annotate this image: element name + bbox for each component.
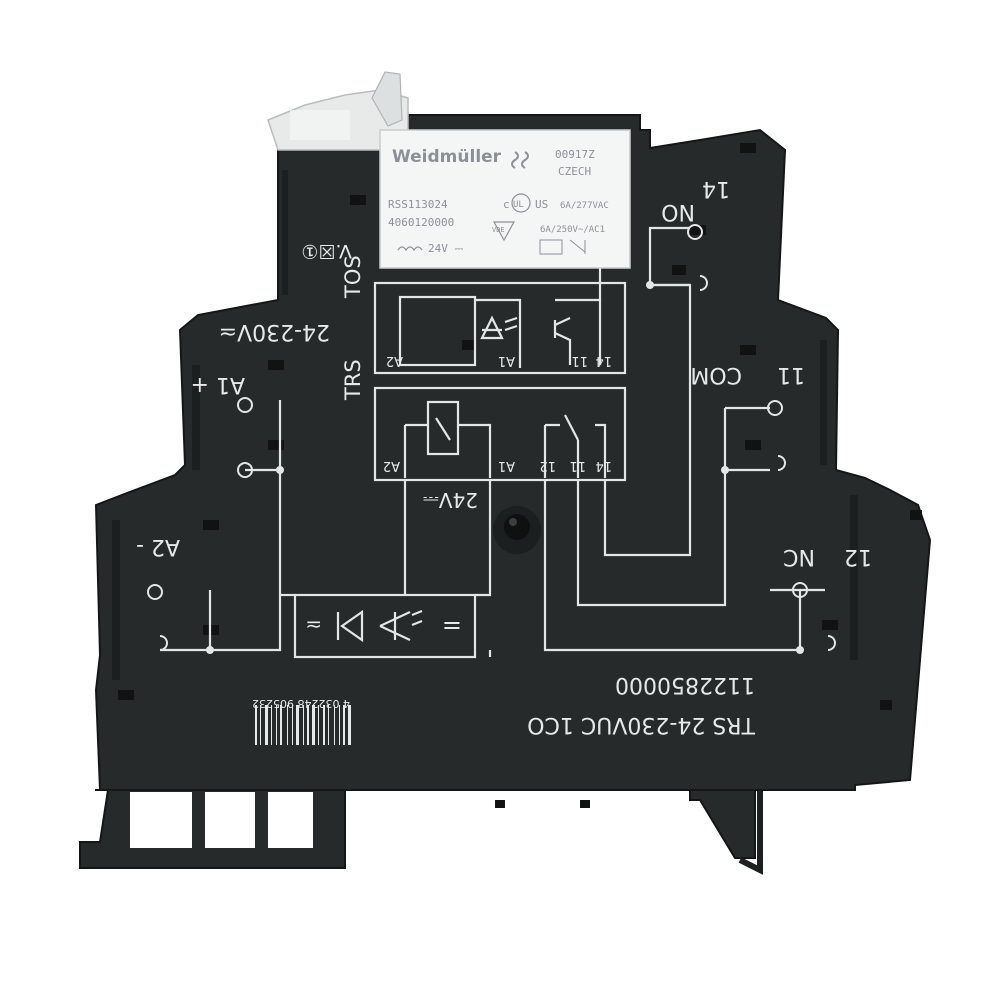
relay-ul-rating: 6A/277VAC [560, 201, 609, 211]
relay-brand: Weidmüller [392, 147, 502, 167]
barcode-bar [265, 705, 268, 745]
svg-text:A1: A1 [498, 458, 515, 473]
barcode-bar [296, 705, 299, 745]
svg-text:14: 14 [595, 458, 612, 473]
terminal-circle-14 [687, 224, 703, 240]
barcode-bar [323, 705, 325, 745]
svg-text:A1: A1 [498, 353, 515, 368]
barcode-bar [318, 705, 319, 745]
barcode-bar [334, 705, 335, 745]
relay-part-number: 4060120000 [388, 216, 454, 229]
barcode-bar [280, 705, 282, 745]
relay-coil: 24V ⎓ [428, 242, 463, 255]
svg-text:VDE: VDE [492, 226, 505, 234]
housing-body [94, 114, 932, 791]
fixing-screw-icon [493, 506, 541, 554]
terminal-circle-a1 [237, 397, 253, 413]
ul-mark: c UL US [503, 193, 548, 213]
din-rail-feet [79, 784, 763, 875]
relay-contact-icon [539, 239, 586, 255]
label-12: 12 [844, 544, 872, 569]
barcode-bar [271, 705, 272, 745]
label-type: TRS 24-230VUC 1CO [527, 712, 756, 737]
terminal-circle-11 [767, 400, 783, 416]
relay-origin: CZECH [558, 165, 591, 178]
barcode-bar [303, 705, 304, 745]
barcode-number: 4 032248 905232 [252, 697, 350, 710]
barcode-bar [255, 705, 257, 745]
housing-ridges [112, 170, 858, 680]
label-14: 14 [702, 176, 730, 201]
junction-dots [206, 281, 804, 654]
terminal-circle-12 [792, 582, 808, 598]
barcode-bar [276, 705, 277, 745]
svg-text:UL: UL [513, 200, 524, 210]
barcode-bar [348, 705, 351, 745]
printed-labels: A1 + A2 - 24-230V≃ V.☒① TOS TRS 24V⎓ NO … [136, 176, 872, 737]
label-trs: TRS [341, 359, 365, 401]
barcode-bar [312, 705, 315, 745]
label-no: NO [661, 199, 695, 224]
label-voltage-range: 24-230V≃ [219, 319, 330, 344]
svg-text:A2: A2 [386, 353, 403, 368]
label-bridge: ≃ [305, 613, 322, 637]
barcode-bar [307, 705, 309, 745]
svg-text:A2: A2 [383, 458, 400, 473]
svg-text:US: US [535, 198, 548, 211]
label-a2: A2 - [136, 534, 180, 559]
vde-mark: VDE [492, 221, 516, 242]
barcode-bar [343, 705, 345, 745]
release-lever[interactable] [267, 71, 409, 151]
svg-text:c: c [503, 198, 510, 211]
barcode-bar [292, 705, 293, 745]
svg-text:14: 14 [595, 353, 612, 368]
label-11: 11 [777, 362, 805, 387]
label-tos: TOS [341, 255, 365, 299]
brand-logo-icon [511, 151, 529, 169]
terminal-circle-a2 [147, 584, 163, 600]
svg-text:12: 12 [539, 458, 556, 473]
relay-model: RSS113024 [388, 198, 448, 211]
label-order-number: 1122850000 [615, 672, 755, 697]
label-v-mark: V.☒① [301, 240, 352, 262]
label-coil-voltage: 24V⎓ [423, 488, 478, 512]
terminal-points [147, 224, 836, 651]
relay-code: 00917Z [555, 148, 595, 161]
relay-vde-rating: 6A/250V~/AC1 [540, 225, 605, 235]
barcode-bar [339, 705, 340, 745]
barcode-bar [287, 705, 288, 745]
barcode-bar [328, 705, 329, 745]
svg-text:11: 11 [569, 458, 586, 473]
label-a1: A1 + [191, 372, 245, 397]
coil-symbol-icon [397, 246, 423, 252]
schematic-wiring [160, 226, 825, 659]
barcode-bar [260, 705, 261, 745]
plug-in-relay[interactable]: Weidmüller 00917Z CZECH RSS113024 406012… [379, 129, 631, 269]
label-com: COM [690, 362, 742, 387]
label-nc: NC [783, 544, 815, 569]
barcode: 4 032248 905232 [252, 697, 351, 745]
label-filter: = [442, 612, 462, 640]
svg-text:11: 11 [571, 353, 588, 368]
